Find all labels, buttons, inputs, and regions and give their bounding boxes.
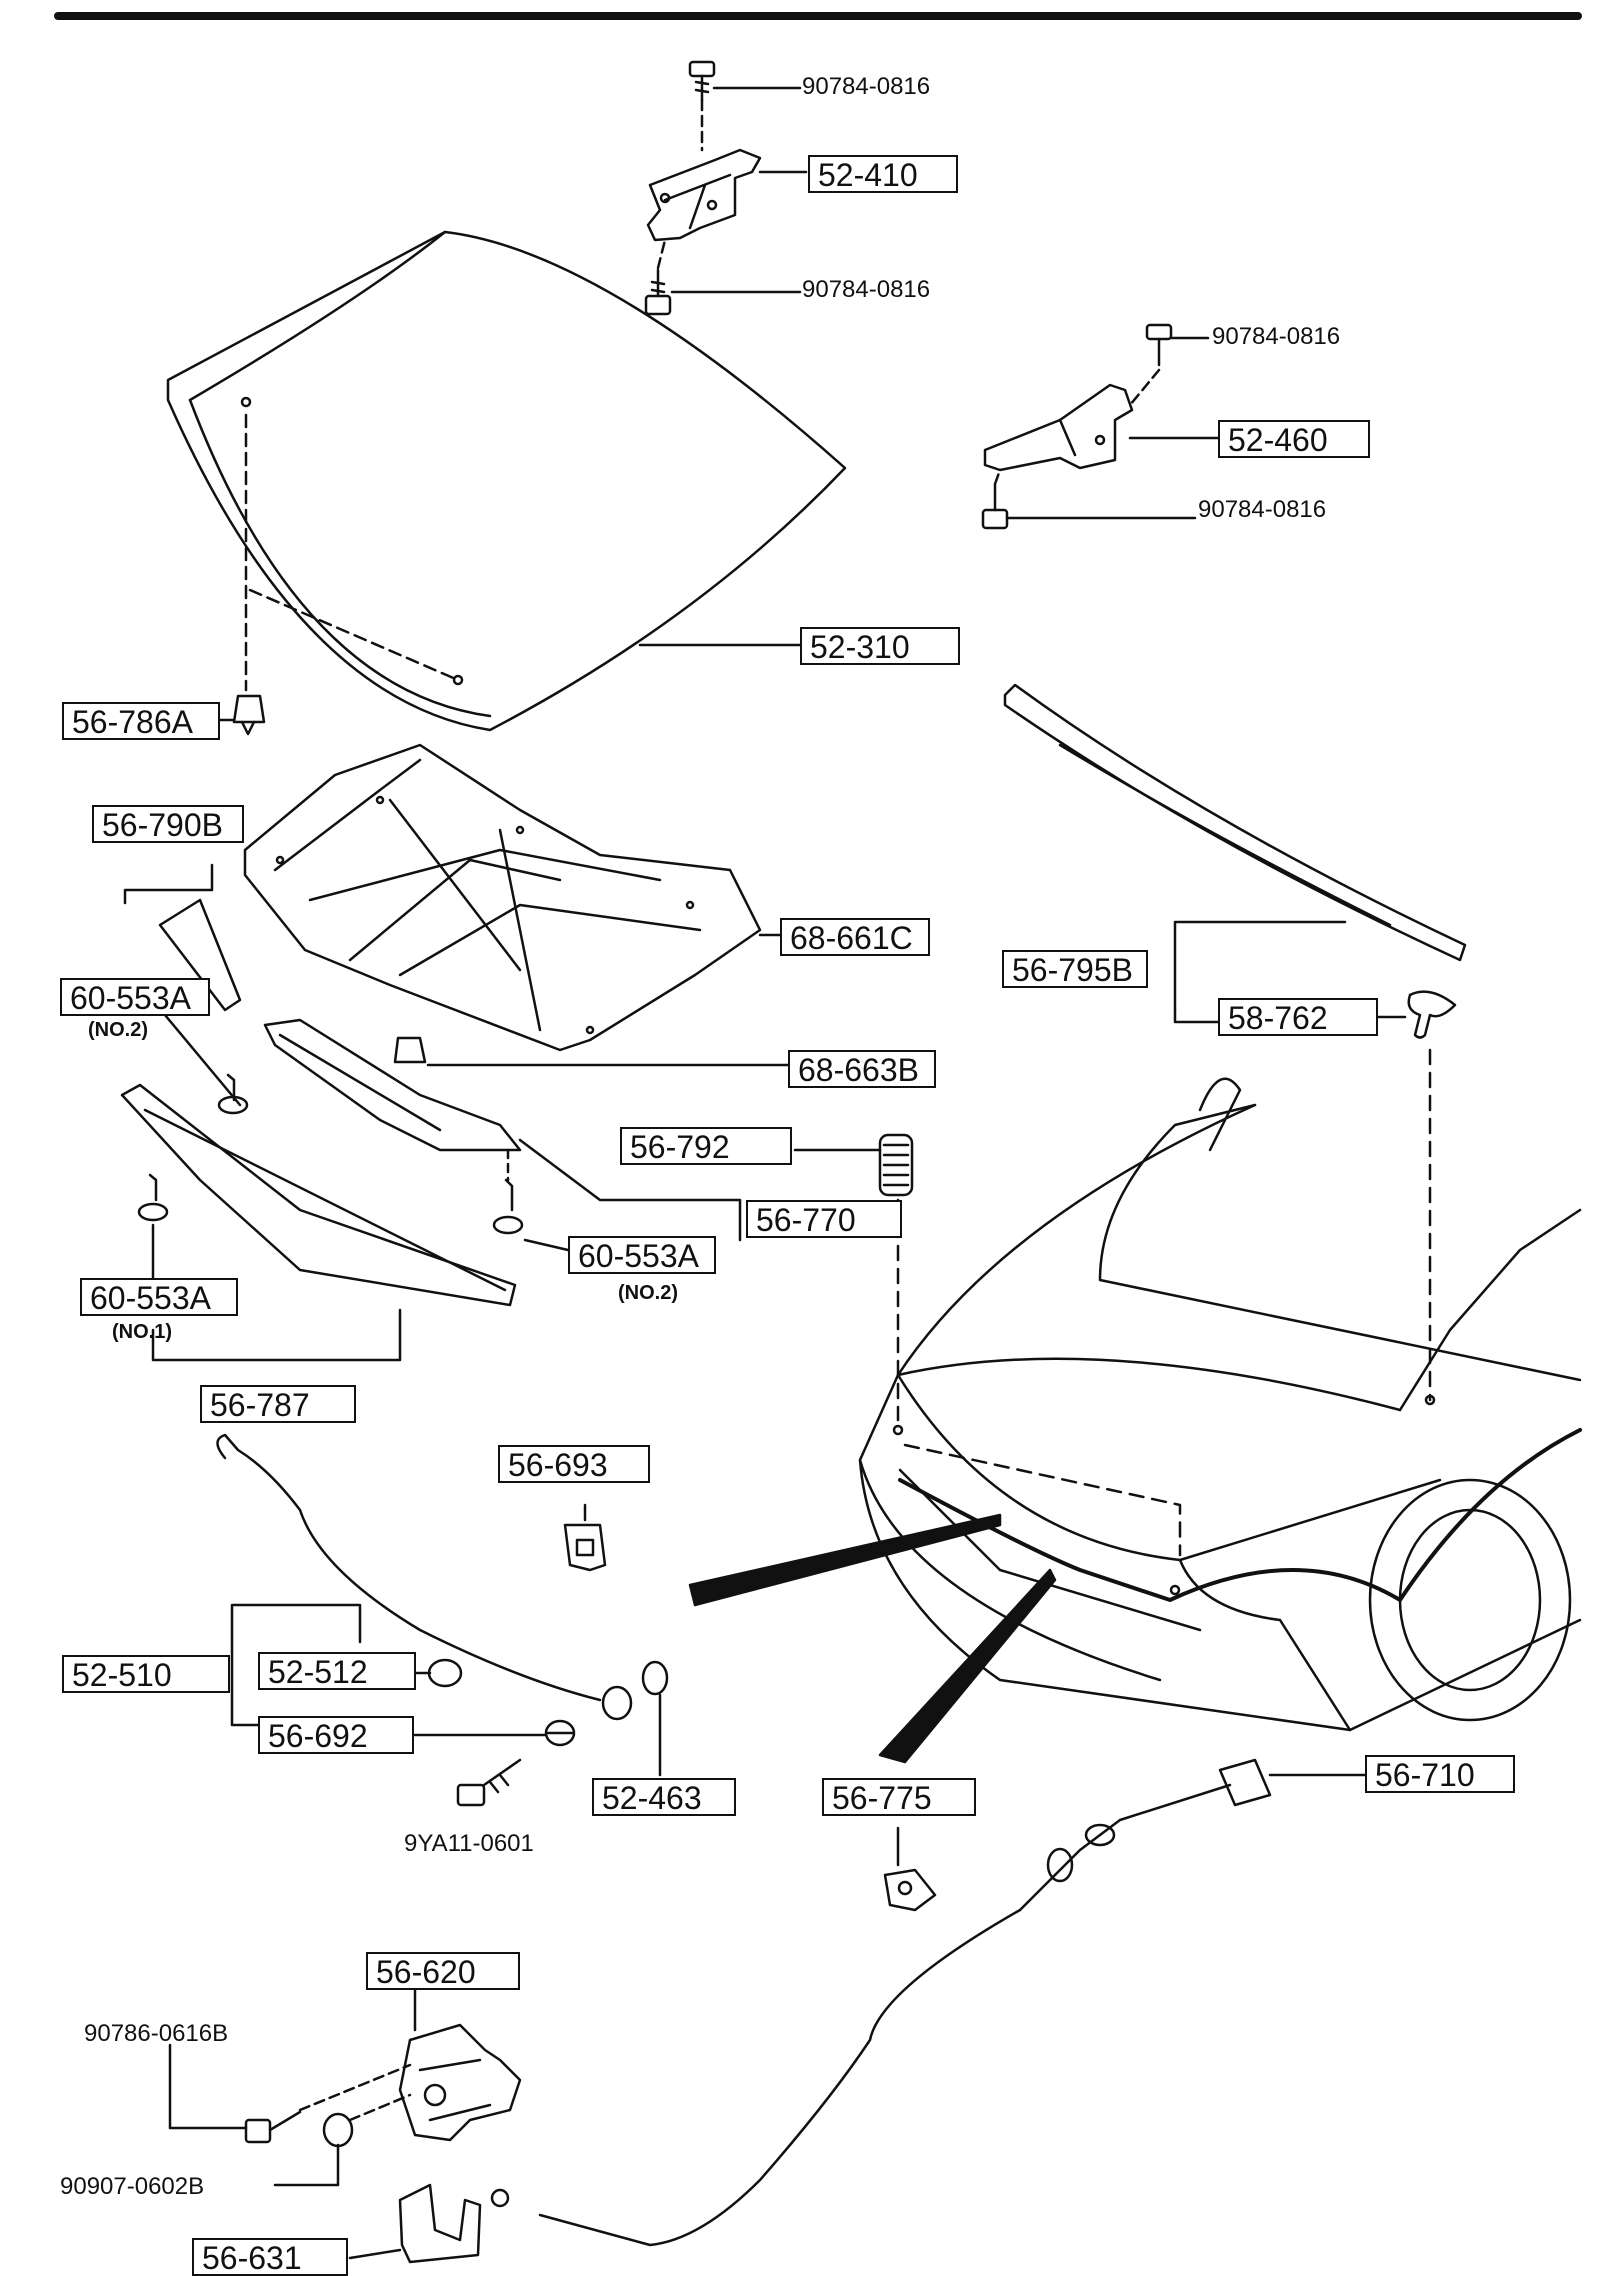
label-56-692: 56-692: [258, 1716, 414, 1754]
bolt-upper-left: [688, 60, 716, 102]
nut-90907: [322, 2112, 354, 2148]
hood-hinge-right: [983, 383, 1134, 472]
label-58-762: 58-762: [1218, 998, 1378, 1036]
label-52-460: 52-460: [1218, 420, 1370, 458]
grommet-52-512: [427, 1658, 463, 1688]
label-52-463: 52-463: [592, 1778, 736, 1816]
label-no2-upper: (NO.2): [88, 1019, 148, 1041]
label-bolt-90784-0816-a: 90784-0816: [802, 73, 931, 100]
label-68-663b: 68-663B: [788, 1050, 936, 1088]
label-52-310: 52-310: [800, 627, 960, 665]
label-52-410: 52-410: [808, 155, 958, 193]
bumper-stop-56-792: [878, 1133, 914, 1197]
hood-panel: [166, 230, 847, 732]
label-52-512: 52-512: [258, 1652, 416, 1690]
label-no1: (NO.1): [112, 1321, 172, 1343]
label-60-553a-upper: 60-553A: [60, 978, 210, 1016]
bolt-90786: [244, 2110, 302, 2144]
car-front: [858, 1077, 1582, 1732]
label-56-631: 56-631: [192, 2238, 348, 2276]
label-56-620: 56-620: [366, 1952, 520, 1990]
bolt-lower-right: [981, 483, 1009, 530]
label-56-795b: 56-795B: [1002, 950, 1148, 988]
label-56-790b: 56-790B: [92, 805, 244, 843]
label-bolt-90786-0616b: 90786-0616B: [84, 2020, 229, 2047]
label-bolt-90784-0816-c: 90784-0816: [1212, 323, 1341, 350]
clip-56-692: [544, 1719, 576, 1747]
label-56-775: 56-775: [822, 1778, 976, 1816]
hood-release-rod: [216, 1433, 633, 1721]
seal-mid: [263, 1018, 522, 1152]
clip-left-lower: [137, 1173, 169, 1222]
label-68-661c: 68-661C: [780, 918, 930, 956]
hood-bumper-clip: [232, 694, 266, 736]
label-60-553a-lower: 60-553A: [80, 1278, 238, 1316]
hood-insulator: [243, 743, 762, 1052]
label-bolt-90784-0816-b: 90784-0816: [802, 276, 931, 303]
label-bolt-90784-0816-d: 90784-0816: [1198, 496, 1327, 523]
label-no2-mid: (NO.2): [618, 1282, 678, 1304]
bolt-lower-left: [644, 268, 672, 316]
label-56-770: 56-770: [746, 1200, 902, 1238]
label-56-710: 56-710: [1365, 1755, 1515, 1793]
arrow-wedge-56-787: [688, 1513, 1002, 1607]
washer-52-463: [641, 1660, 669, 1696]
label-nut-90907-0602b: 90907-0602B: [60, 2173, 205, 2200]
release-cable: [490, 1758, 1272, 2247]
label-56-786a: 56-786A: [62, 702, 220, 740]
hood-latch: [398, 2023, 522, 2142]
clip-left-upper: [217, 1073, 249, 1115]
hood-hinge-left: [646, 148, 762, 242]
label-60-553a-mid: 60-553A: [568, 1236, 716, 1274]
label-screw-9ya11-0601: 9YA11-0601: [404, 1830, 534, 1857]
bolt-upper-right: [1145, 323, 1173, 367]
seal-right: [1003, 683, 1467, 962]
seal-lower-left: [120, 1083, 517, 1307]
arrow-wedge-56-775: [878, 1568, 1057, 1764]
grommet-68-663b: [393, 1036, 427, 1064]
label-56-787: 56-787: [200, 1385, 356, 1423]
clip-mid-lower: [492, 1178, 524, 1235]
bracket-56-631: [398, 2183, 482, 2264]
label-56-693: 56-693: [498, 1445, 650, 1483]
screw-9ya11: [456, 1758, 522, 1807]
clip-56-693: [563, 1523, 607, 1572]
label-56-792: 56-792: [620, 1127, 792, 1165]
clip-58-762: [1407, 990, 1457, 1039]
label-52-510: 52-510: [62, 1655, 230, 1693]
clip-56-775: [883, 1868, 937, 1912]
